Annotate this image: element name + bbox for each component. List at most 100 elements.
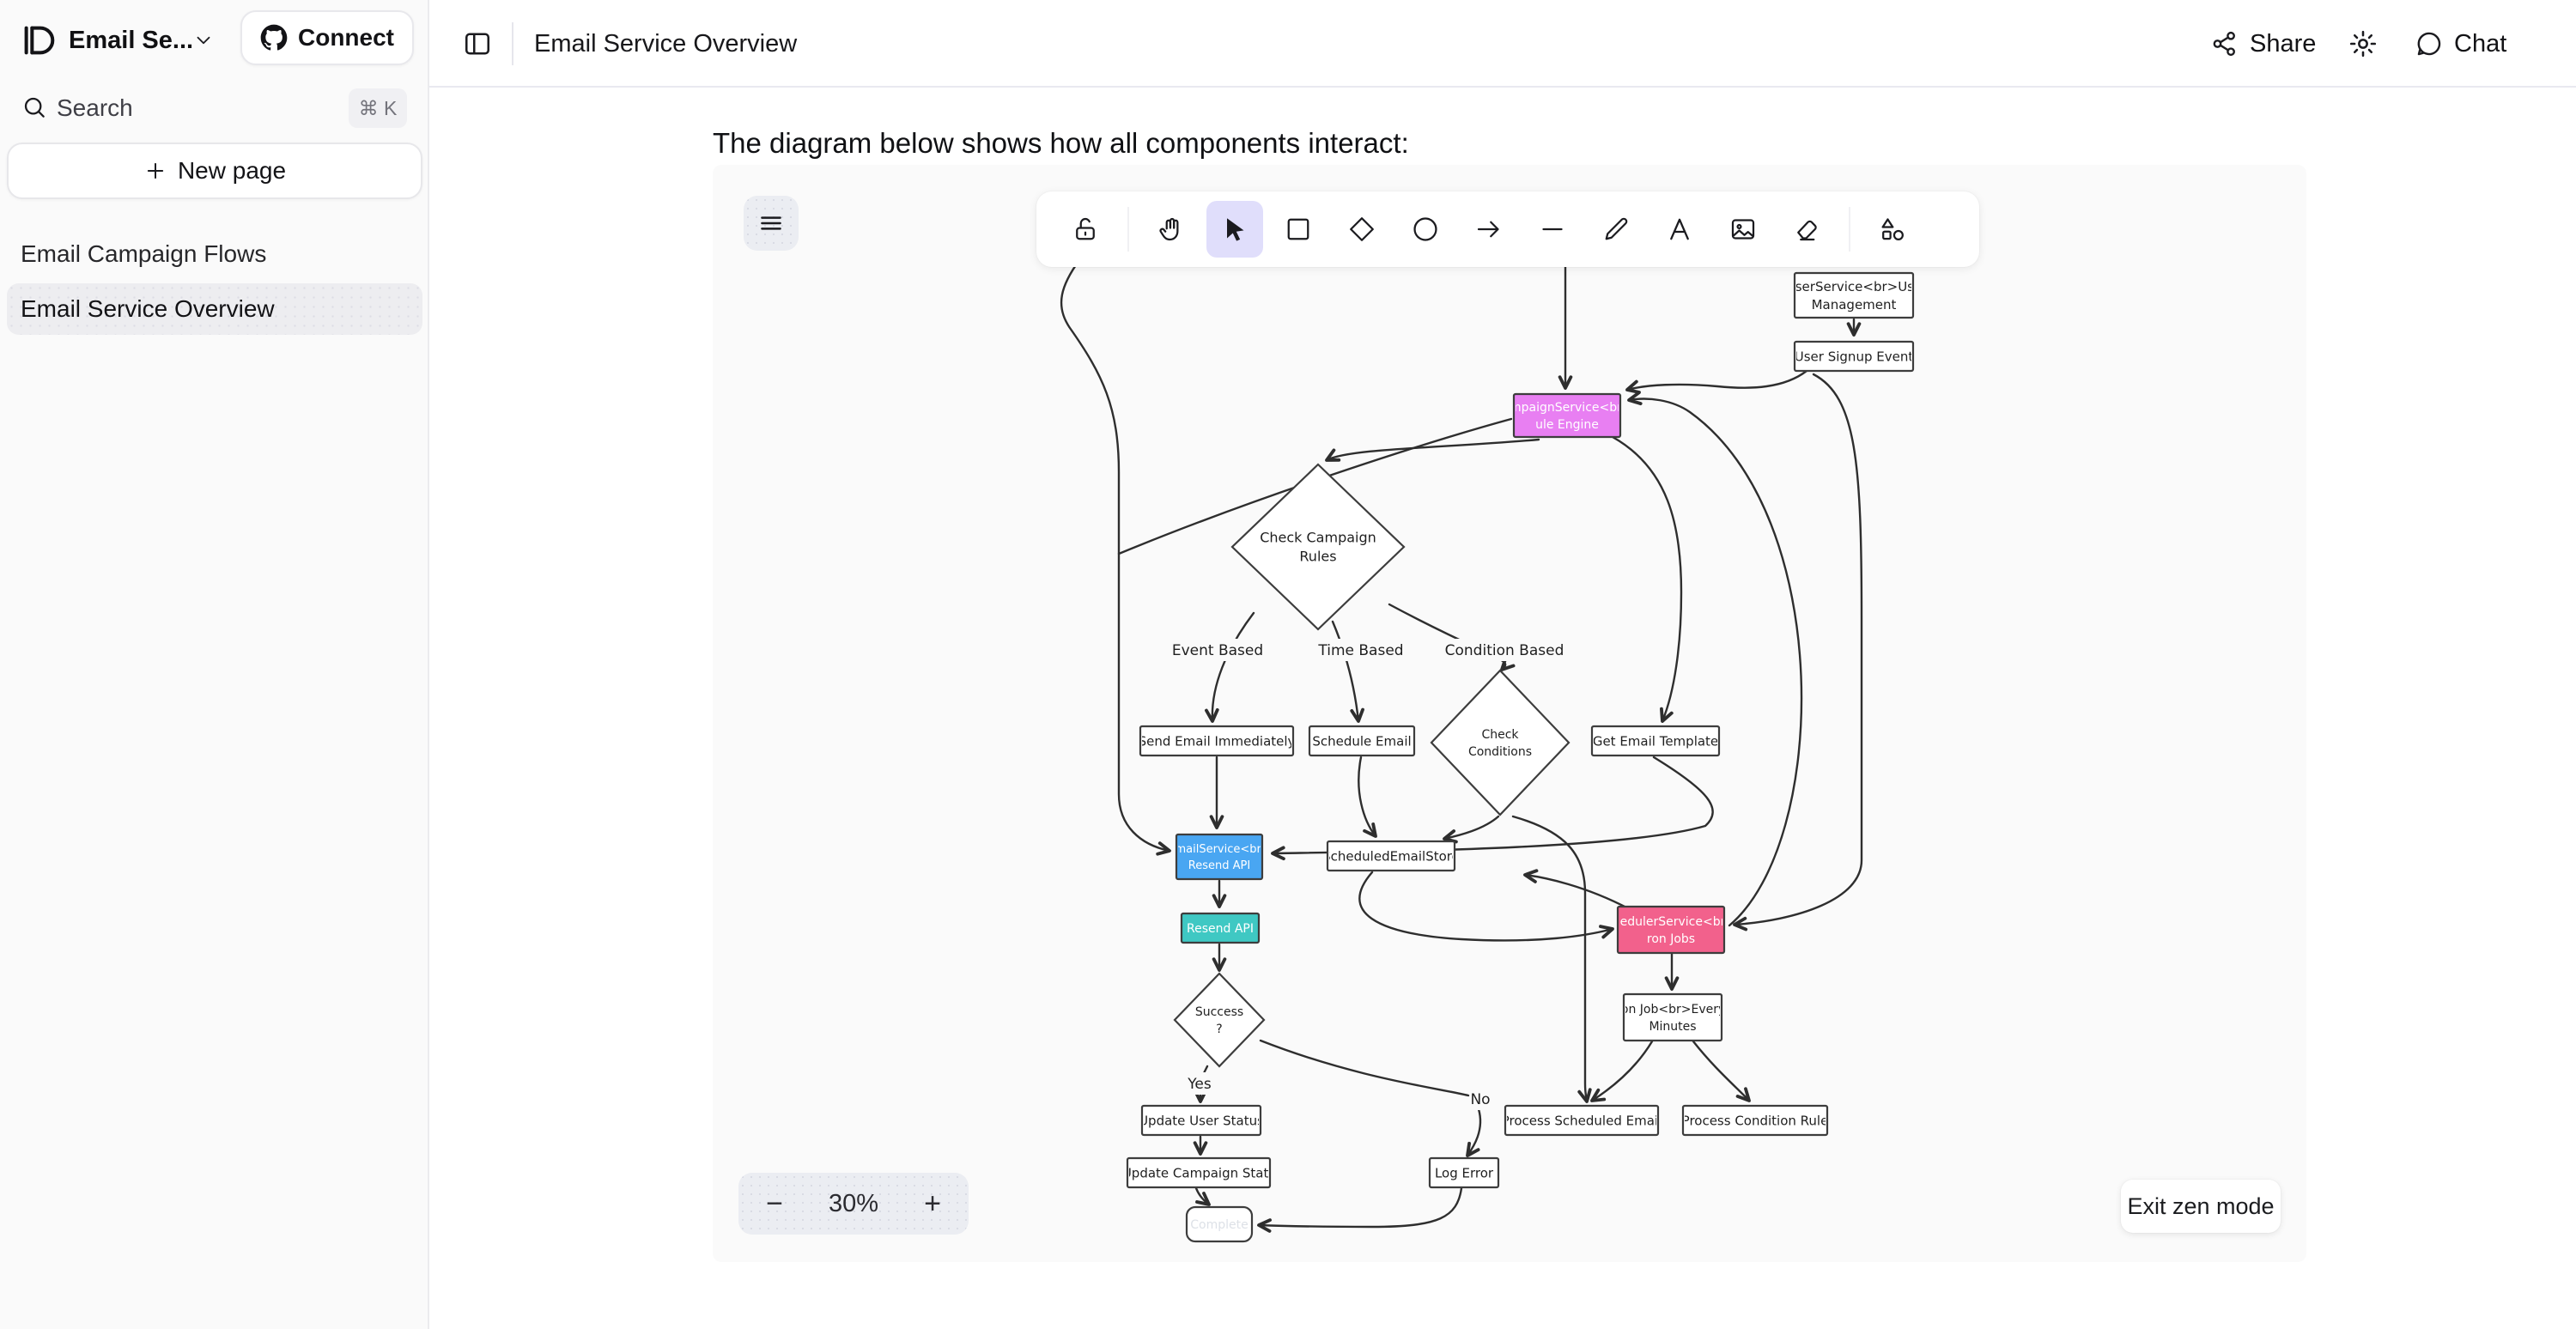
connect-label: Connect (298, 24, 394, 51)
tool-selection-button[interactable] (1206, 201, 1263, 258)
top-bar: Email Service Overview Share Chat (429, 0, 2576, 88)
node-signup-event[interactable]: User Signup Event (1793, 340, 1915, 373)
sidebar-item-email-service-overview[interactable]: Email Service Overview (7, 283, 422, 335)
node-label-schedule-email: Schedule Email (1312, 733, 1411, 749)
tool-ellipse-button[interactable] (1397, 201, 1454, 258)
exit-zen-mode-button[interactable]: Exit zen mode (2121, 1180, 2281, 1233)
node-process-condition[interactable]: Process Condition Rule (1681, 1104, 1829, 1137)
tool-text-button[interactable] (1651, 201, 1708, 258)
tool-line-button[interactable] (1524, 201, 1581, 258)
zoom-in-button[interactable]: + (924, 1186, 941, 1220)
node-log-error[interactable]: Log Error (1428, 1156, 1500, 1189)
search-input[interactable]: Search ⌘ K (0, 82, 429, 134)
canvas-menu-button[interactable] (744, 196, 799, 251)
hand-icon (1159, 217, 1179, 241)
diagram-edge-25 (1590, 1040, 1654, 1102)
node-get-template[interactable]: Get Email Template (1590, 725, 1721, 757)
edge-label-1: Time Based (1317, 642, 1403, 659)
app-logo-icon (19, 21, 58, 60)
node-resend-api[interactable]: Resend API (1180, 912, 1261, 944)
edge-label-bg (1317, 639, 1405, 661)
diagram-edge-28 (1511, 815, 1592, 1103)
node-process-scheduled[interactable]: Process Scheduled Email (1502, 1104, 1662, 1137)
new-page-button[interactable]: New page (7, 143, 422, 199)
shapes-icon (1881, 218, 1904, 240)
zoom-control: − 30% + (738, 1173, 969, 1235)
settings-button[interactable] (2348, 0, 2379, 88)
diagram-edge-4 (1325, 438, 1540, 462)
chat-bubble-icon (2417, 32, 2441, 56)
tool-shapes-button[interactable] (1864, 201, 1921, 258)
diagram-edge-30 (1117, 417, 1513, 555)
sidebar-item-email-campaign-flows[interactable]: Email Campaign Flows (21, 240, 267, 267)
panel-left-icon (465, 33, 490, 55)
document-heading: The diagram below shows how all componen… (713, 127, 1409, 159)
edge-label-0: Event Based (1172, 642, 1263, 659)
zoom-out-button[interactable]: − (766, 1186, 783, 1220)
toggle-sidebar-button[interactable] (457, 23, 498, 64)
diagram-edge-26 (1692, 1040, 1751, 1102)
node-label-resend-api: Resend API (1187, 922, 1254, 936)
node-label-scheduled-store: ScheduledEmailStore (1322, 848, 1460, 864)
diagram-edge-8 (1611, 435, 1683, 723)
share-icon (2213, 31, 2235, 57)
node-label-email-service: EmailService<br>Resend API (1168, 843, 1271, 872)
node-label-complete: Complete (1190, 1218, 1248, 1232)
hamburger-icon (761, 216, 781, 230)
edge-label-bg (1469, 1088, 1492, 1110)
gear-icon (2349, 30, 2377, 58)
edge-label-2: Condition Based (1445, 642, 1564, 659)
chat-button[interactable]: Chat (2415, 0, 2506, 88)
tool-rectangle-button[interactable] (1270, 201, 1327, 258)
edge-label-bg (1184, 1072, 1215, 1095)
node-success[interactable]: Success? (1173, 972, 1266, 1068)
tool-eraser-button[interactable] (1778, 201, 1835, 258)
node-email-service[interactable]: EmailService<br>Resend API (1168, 833, 1271, 881)
github-icon (260, 24, 288, 51)
node-schedule-email[interactable]: Schedule Email (1308, 725, 1416, 757)
github-connect-button[interactable]: Connect (240, 10, 414, 65)
draw-icon (1605, 217, 1628, 240)
tool-hand-button[interactable] (1143, 201, 1200, 258)
tool-arrow-button[interactable] (1461, 201, 1517, 258)
lock-icon (1076, 217, 1095, 240)
node-scheduled-store[interactable]: ScheduledEmailStore (1322, 840, 1460, 872)
node-update-user[interactable]: Update User Status (1139, 1104, 1264, 1137)
tool-diamond-button[interactable] (1334, 201, 1390, 258)
node-label-success: Success? (1195, 1005, 1243, 1036)
tool-lock-button[interactable] (1057, 201, 1114, 258)
node-label-signup-event: User Signup Event (1795, 349, 1914, 364)
chevron-down-icon[interactable] (192, 29, 215, 52)
chat-label: Chat (2454, 29, 2507, 58)
share-button[interactable]: Share (2210, 0, 2316, 88)
zoom-level[interactable]: 30% (828, 1189, 879, 1217)
image-icon (1731, 219, 1755, 240)
drawing-toolbar (1036, 191, 1979, 267)
node-label-send-immediate: Send Email Immediately (1139, 733, 1296, 749)
tool-image-button[interactable] (1715, 201, 1771, 258)
line-icon (1542, 228, 1563, 231)
node-send-immediate[interactable]: Send Email Immediately (1139, 725, 1296, 757)
eraser-icon (1797, 220, 1817, 241)
node-label-update-user: Update User Status (1139, 1113, 1264, 1128)
diagram-edge-10 (1358, 756, 1377, 838)
tool-draw-button[interactable] (1588, 201, 1644, 258)
toolbar-divider (1127, 207, 1129, 252)
workspace-switcher[interactable]: Email Se... (69, 26, 194, 54)
diagram-edge-14 (1523, 869, 1630, 910)
search-icon (24, 97, 45, 118)
node-complete[interactable]: Complete (1185, 1205, 1254, 1243)
node-update-campaign[interactable]: Update Campaign Stats (1122, 1156, 1276, 1189)
toolbar-divider (1849, 207, 1850, 252)
